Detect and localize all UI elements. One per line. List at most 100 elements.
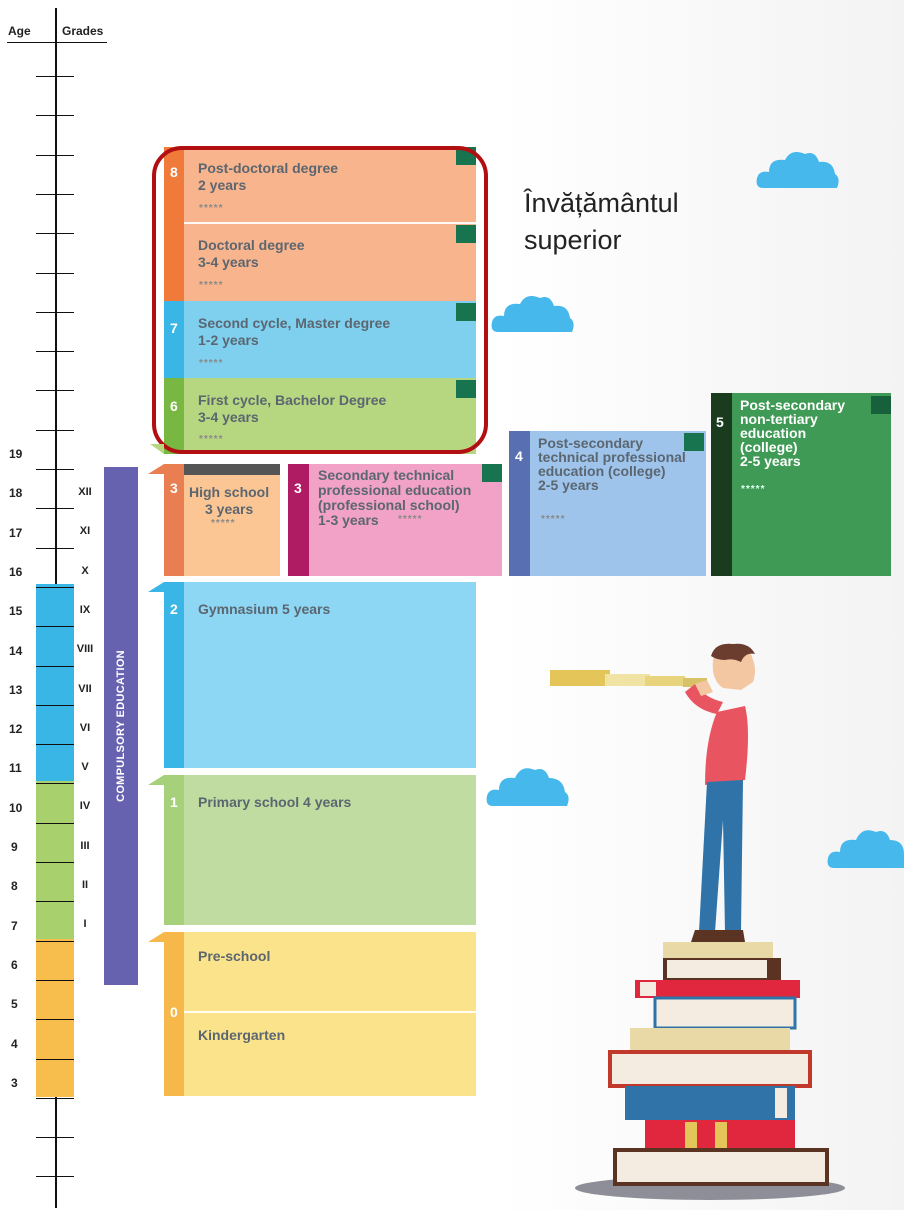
- cloud-icon: [491, 296, 574, 332]
- postdoc-stars: *****: [199, 203, 224, 214]
- master-stars: *****: [199, 358, 224, 369]
- master-years: 1-2 years: [198, 332, 259, 348]
- doctoral-years: 3-4 years: [198, 254, 259, 270]
- grades-bar-yellow: [36, 939, 74, 1097]
- axis-tick: [36, 155, 74, 156]
- axis-tick: [36, 194, 74, 195]
- postdoc-years: 2 years: [198, 177, 247, 193]
- level-8-divider: [184, 222, 476, 224]
- age-label: 4: [11, 1037, 18, 1051]
- l4-line1: Post-secondary: [538, 435, 644, 451]
- l4-years: 2-5 years: [538, 477, 599, 493]
- axis-tick: [36, 744, 74, 745]
- age-label: 5: [11, 997, 18, 1011]
- l3b-stars: *****: [398, 514, 423, 525]
- grade-label: VI: [79, 722, 91, 734]
- age-label: 15: [9, 604, 23, 618]
- level-8-stripe: [164, 147, 184, 301]
- age-label: 6: [11, 958, 18, 972]
- l5-line3: education: [740, 425, 807, 441]
- grades-bar-green: [36, 781, 74, 939]
- l4-line3: education (college): [538, 463, 666, 479]
- axis-tick: [36, 666, 74, 667]
- age-label: 17: [9, 526, 23, 540]
- axis-tick: [36, 508, 74, 509]
- level-4-block: [509, 431, 706, 576]
- flag-icon: [871, 396, 891, 414]
- axis-tick: [36, 233, 74, 234]
- age-label: 11: [9, 761, 22, 775]
- higher-education-label-line1: Învățământul: [524, 188, 679, 218]
- level-5-number: 5: [716, 414, 724, 430]
- axis-tick: [36, 430, 74, 431]
- level-1-number: 1: [170, 794, 178, 810]
- l5-line2: non-tertiary: [740, 411, 818, 427]
- flag-icon: [482, 464, 502, 482]
- level-6-number: 6: [170, 398, 178, 414]
- age-label: 3: [11, 1076, 18, 1090]
- grade-label: X: [81, 565, 89, 577]
- master-title: Second cycle, Master degree: [198, 315, 391, 331]
- l3b-line2: professional education: [318, 482, 472, 498]
- age-label: 10: [9, 801, 23, 815]
- grade-label: IV: [79, 800, 91, 812]
- header-underline: [7, 42, 107, 43]
- l3b-years: 1-3 years: [318, 512, 379, 528]
- bachelor-stars: *****: [199, 434, 224, 445]
- kindergarten-title: Kindergarten: [198, 1027, 286, 1043]
- axis-tick: [36, 1059, 74, 1060]
- level-0-stripe: [164, 932, 184, 1096]
- level-4-stripe: [509, 431, 530, 576]
- l3b-line1: Secondary technical: [318, 467, 455, 483]
- level-3b-number: 3: [294, 480, 302, 496]
- level-3-vocational-block: [288, 464, 502, 576]
- cloud-icon: [827, 830, 904, 868]
- doctoral-title: Doctoral degree: [198, 237, 305, 253]
- compulsory-education-label: COMPULSORY EDUCATION: [115, 650, 127, 802]
- flag-icon: [456, 303, 476, 321]
- level-6-pointer: [150, 444, 164, 454]
- axis-tick: [36, 312, 74, 313]
- preschool-title: Pre-school: [198, 948, 271, 964]
- compulsory-education-bar: COMPULSORY EDUCATION: [104, 467, 138, 985]
- person-with-telescope-illustration: [550, 643, 845, 1200]
- l5-years: 2-5 years: [740, 453, 801, 469]
- axis-tick: [36, 1176, 74, 1177]
- axis-tick: [36, 626, 74, 627]
- level-5-block: [711, 393, 891, 576]
- axis-tick: [36, 1098, 74, 1099]
- level-7-block: [164, 301, 476, 378]
- axis-tick: [36, 351, 74, 352]
- age-label: 19: [9, 447, 23, 461]
- level-3-vocational-stripe: [288, 464, 309, 576]
- age-label: 18: [9, 486, 23, 500]
- grades-header: Grades: [62, 24, 104, 38]
- higher-education-label-line2: superior: [524, 225, 622, 255]
- axis-tick: [36, 783, 74, 784]
- level-8-block: [164, 147, 476, 301]
- axis-tick: [36, 390, 74, 391]
- grade-label: XII: [78, 486, 92, 498]
- age-header: Age: [8, 24, 31, 38]
- cloud-icon: [756, 152, 839, 188]
- axis-tick: [36, 705, 74, 706]
- level-3-highschool-pointer: [148, 464, 164, 474]
- gymnasium-title: Gymnasium 5 years: [198, 601, 331, 617]
- level-2-pointer: [148, 582, 164, 592]
- flag-icon: [456, 225, 476, 243]
- postdoc-title: Post-doctoral degree: [198, 160, 339, 176]
- grade-label: III: [80, 840, 90, 852]
- level-0-block: [164, 932, 476, 1096]
- grades-bar-blue: [36, 584, 74, 781]
- bachelor-years: 3-4 years: [198, 409, 259, 425]
- axis-tick: [36, 1019, 74, 1020]
- axis-tick: [36, 862, 74, 863]
- highschool-years: 3 years: [205, 501, 254, 517]
- primary-title: Primary school 4 years: [198, 794, 352, 810]
- level-0-pointer: [148, 932, 164, 942]
- level-2-block: [164, 582, 476, 768]
- highschool-stars: *****: [211, 518, 236, 529]
- grade-label: V: [81, 761, 89, 773]
- age-label: 9: [11, 840, 18, 854]
- axis-tick: [36, 941, 74, 942]
